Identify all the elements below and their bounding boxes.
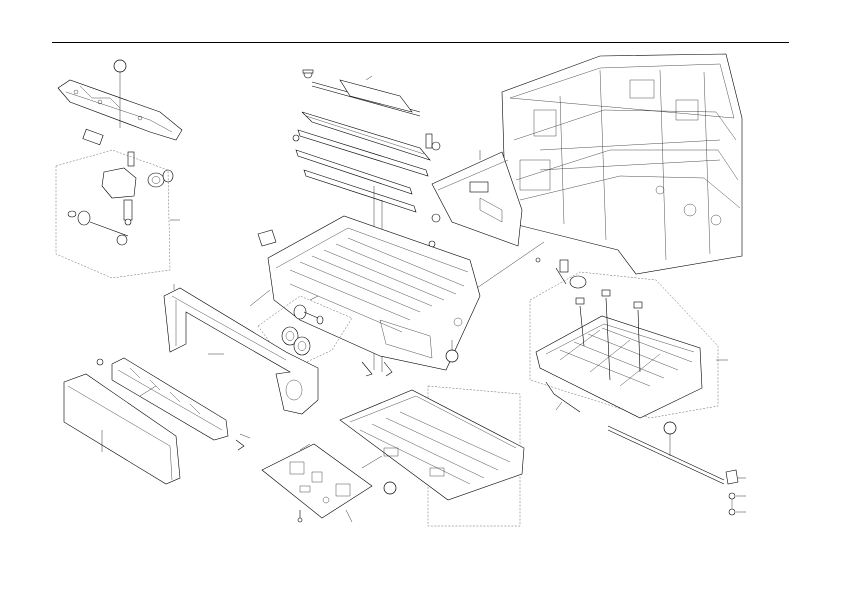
cover-frame — [163, 284, 319, 415]
pickup-roller-pair — [257, 295, 353, 371]
callout-circle — [663, 421, 677, 435]
callout-circle — [383, 481, 397, 495]
front-cover — [63, 357, 251, 485]
center-guide-assembly — [257, 215, 481, 377]
roller-and-shaft-set — [292, 69, 441, 372]
top-left-bracket-assembly — [55, 72, 183, 279]
right-shaft-assembly — [607, 425, 746, 516]
output-tray — [529, 271, 728, 419]
main-frame — [501, 53, 743, 275]
callout-circle — [113, 59, 127, 73]
control-board — [261, 443, 373, 523]
callout-circle — [445, 349, 459, 363]
exit-assembly — [431, 150, 587, 291]
lower-guide-plate — [339, 385, 525, 527]
header-rule — [52, 42, 789, 43]
